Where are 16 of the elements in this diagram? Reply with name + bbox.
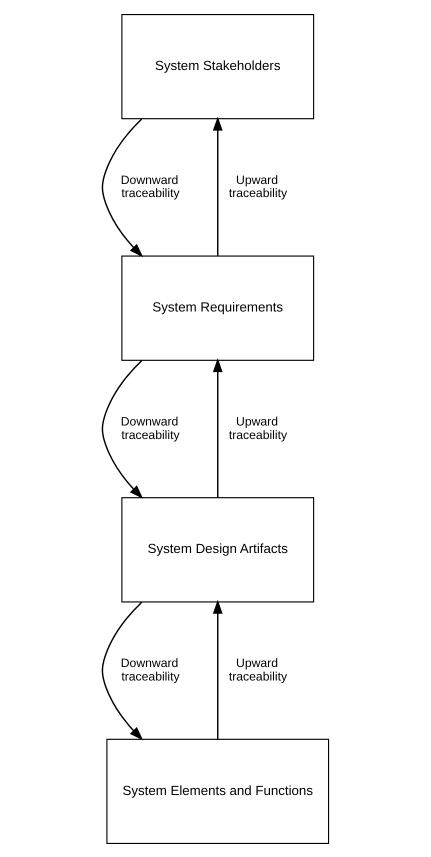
edge-label: Downward traceability xyxy=(120,414,180,442)
arrow xyxy=(212,116,223,256)
arrow xyxy=(102,601,144,740)
node-box: System Stakeholders xyxy=(121,13,314,119)
arrow xyxy=(212,358,223,498)
edge-label: Downward traceability xyxy=(120,656,180,683)
node-box: System Requirements xyxy=(121,255,314,360)
edge-label: Downward traceability xyxy=(120,172,180,200)
edge-label: Upward traceability xyxy=(228,172,288,200)
arrow xyxy=(102,118,144,257)
edge-label: Upward traceability xyxy=(228,656,288,683)
edge-label: Upward traceability xyxy=(228,414,288,442)
arrow xyxy=(212,599,223,739)
arrow xyxy=(102,360,144,498)
node-box: System Elements and Functions xyxy=(106,738,330,844)
node-box: System Design Artifacts xyxy=(121,496,314,602)
